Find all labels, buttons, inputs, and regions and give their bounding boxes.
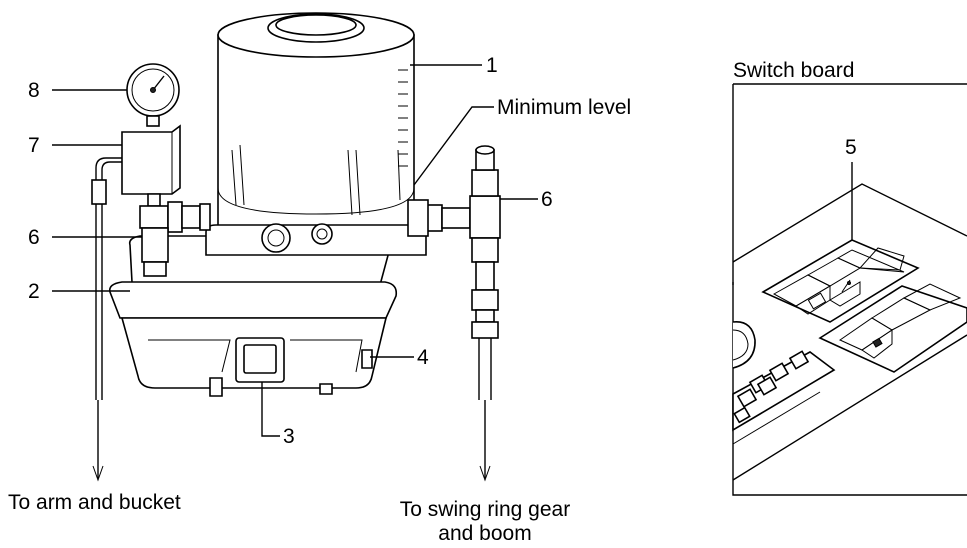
left-t-piece bbox=[139, 201, 211, 277]
callout-5-number: 5 bbox=[845, 136, 857, 159]
callout-1-number: 1 bbox=[486, 54, 498, 77]
callout-6-left-number: 6 bbox=[28, 226, 40, 249]
arrow-to-swing-ring-gear bbox=[479, 400, 491, 482]
arrow-to-arm-and-bucket bbox=[92, 400, 104, 482]
callout-minimum-level: Minimum level bbox=[413, 96, 631, 186]
pump-assembly bbox=[91, 12, 501, 482]
callout-1: 1 bbox=[410, 54, 498, 77]
callout-5: 5 bbox=[845, 136, 857, 240]
callout-4: 4 bbox=[370, 346, 429, 369]
console-switch-row-lower bbox=[818, 283, 967, 373]
callout-8: 8 bbox=[28, 79, 127, 102]
valve-block bbox=[121, 124, 181, 207]
and-boom-label: and boom bbox=[438, 522, 531, 545]
callout-3: 3 bbox=[261, 382, 295, 448]
to-arm-and-bucket-label: To arm and bucket bbox=[8, 491, 181, 514]
console-button-cluster bbox=[732, 350, 836, 445]
right-supply-line bbox=[478, 338, 492, 400]
switch-board-panel: Switch board bbox=[732, 59, 967, 496]
grease-reservoir bbox=[205, 12, 427, 256]
callout-3-number: 3 bbox=[283, 425, 295, 448]
console-switch-row-upper bbox=[761, 239, 920, 323]
minimum-level-label: Minimum level bbox=[497, 96, 631, 119]
right-t-piece bbox=[407, 145, 501, 339]
callout-2: 2 bbox=[28, 280, 130, 303]
callout-8-number: 8 bbox=[28, 79, 40, 102]
left-supply-line bbox=[91, 157, 122, 400]
pressure-gauge bbox=[126, 63, 180, 127]
callout-6-left: 6 bbox=[28, 226, 142, 249]
callout-4-number: 4 bbox=[417, 346, 429, 369]
callout-6-right: 6 bbox=[500, 188, 553, 211]
control-lever-knob bbox=[732, 321, 756, 369]
pump-base-housing bbox=[108, 235, 398, 397]
callout-7: 7 bbox=[28, 134, 122, 157]
callout-7-number: 7 bbox=[28, 134, 40, 157]
to-swing-ring-gear-label: To swing ring gear bbox=[400, 498, 570, 521]
switch-board-title: Switch board bbox=[733, 59, 854, 82]
callout-2-number: 2 bbox=[28, 280, 40, 303]
callout-6-right-number: 6 bbox=[541, 188, 553, 211]
console-surface bbox=[732, 183, 967, 481]
